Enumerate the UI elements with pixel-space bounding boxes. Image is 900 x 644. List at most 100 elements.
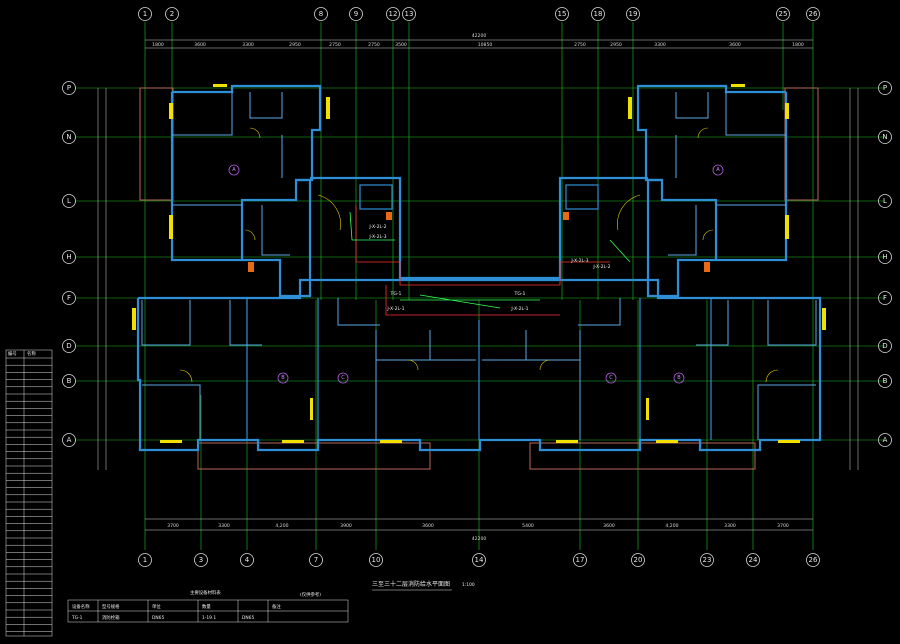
svg-text:24: 24 <box>749 556 758 564</box>
axis-bubble-bottom: 1 <box>138 553 152 567</box>
legend-cell-5: DN65 <box>242 615 254 621</box>
left-schedule-table: 编号 名称 <box>5 349 53 637</box>
total-dimension-bottom: 42200 <box>472 536 487 542</box>
axis-bubble-left: B <box>62 374 76 388</box>
svg-text:P: P <box>883 84 887 92</box>
unit-marker: C <box>337 372 349 384</box>
svg-text:15: 15 <box>558 10 567 18</box>
svg-text:25: 25 <box>779 10 788 18</box>
axis-bubble-left: H <box>62 250 76 264</box>
svg-text:2: 2 <box>170 10 174 18</box>
axis-bubble-bottom: 7 <box>309 553 323 567</box>
svg-text:10: 10 <box>372 556 381 564</box>
axis-bubbles-left: P N L H F D B A <box>62 81 76 447</box>
axis-bubble-left: F <box>62 291 76 305</box>
dimension-label-top: 3600 <box>194 42 206 48</box>
pipe-labels: J-X-2L-2J-X-2L-3TG-1J-X-2L-1TG-1J-X-2L-1… <box>368 224 610 312</box>
axis-bubble-bottom: 23 <box>700 553 714 567</box>
legend-cell-1: TG-1 <box>71 615 83 621</box>
legend-header-2: 型号规格 <box>102 603 120 610</box>
svg-text:P: P <box>67 84 71 92</box>
svg-text:B: B <box>677 375 681 381</box>
axis-bubble-right: A <box>878 433 892 447</box>
axis-bubble-bottom: 3 <box>194 553 208 567</box>
svg-text:H: H <box>882 253 887 261</box>
svg-text:23: 23 <box>703 556 712 564</box>
left-table-header-1: 编号 <box>8 350 17 357</box>
dimension-label-top: 3300 <box>654 42 666 48</box>
svg-text:N: N <box>66 133 71 141</box>
axis-bubble-top: 2 <box>165 7 179 21</box>
svg-text:D: D <box>66 342 71 350</box>
pipe-label: TG-1 <box>390 291 402 297</box>
unit-marker: C <box>605 372 617 384</box>
axis-bubble-right: B <box>878 374 892 388</box>
axis-bubble-right: P <box>878 81 892 95</box>
svg-text:9: 9 <box>354 10 358 18</box>
dimension-label-bottom: 3300 <box>218 523 230 529</box>
svg-text:B: B <box>883 377 888 385</box>
svg-text:4: 4 <box>245 556 250 564</box>
legend-cell-4: 1-19.1 <box>202 615 216 621</box>
dimension-label-bottom: 4,200 <box>275 523 288 529</box>
doors <box>179 127 779 383</box>
svg-text:12: 12 <box>389 10 398 18</box>
dimension-label-bottom: 3600 <box>603 523 615 529</box>
dimension-label-bottom: 3600 <box>422 523 434 529</box>
svg-text:H: H <box>66 253 71 261</box>
unit-marker: A <box>228 164 240 176</box>
dimension-lines <box>97 39 859 531</box>
axis-bubble-top: 9 <box>349 7 363 21</box>
svg-text:A: A <box>716 167 720 173</box>
dimension-label-top: 10850 <box>478 42 493 48</box>
axis-bubble-top: 1 <box>138 7 152 21</box>
svg-text:C: C <box>609 375 613 381</box>
svg-text:B: B <box>281 375 285 381</box>
svg-text:A: A <box>232 167 236 173</box>
drawing-title: 三至三十二层消防给水平面图 <box>372 580 450 588</box>
axis-bubble-top: 18 <box>591 7 605 21</box>
axis-bubble-bottom: 17 <box>573 553 587 567</box>
dimension-label-top: 1800 <box>792 42 804 48</box>
axis-bubble-left: L <box>62 194 76 208</box>
legend-cell-2: 消防栓箱 <box>102 614 120 621</box>
svg-text:26: 26 <box>809 10 818 18</box>
axis-bubble-left: A <box>62 433 76 447</box>
dimension-label-top: 2750 <box>329 42 341 48</box>
svg-text:F: F <box>883 294 887 302</box>
unit-marker: A <box>712 164 724 176</box>
svg-text:17: 17 <box>576 556 585 564</box>
svg-text:18: 18 <box>594 10 603 18</box>
axis-bubble-top: 26 <box>806 7 820 21</box>
axis-bubble-bottom: 14 <box>472 553 486 567</box>
dimension-label-top: 3300 <box>242 42 254 48</box>
pipe-label: J-X-2L-3 <box>570 258 588 264</box>
svg-text:L: L <box>883 197 887 205</box>
dimension-label-top: 3600 <box>729 42 741 48</box>
dimension-label-bottom: 3700 <box>167 523 179 529</box>
svg-text:A: A <box>67 436 72 444</box>
grid-lines <box>75 22 885 550</box>
dimension-label-top: 2750 <box>574 42 586 48</box>
pipe-label: J-X-2L-3 <box>368 234 386 240</box>
legend-note: (仅供参考) <box>300 591 321 598</box>
svg-text:19: 19 <box>629 10 638 18</box>
dimension-label-top: 2750 <box>368 42 380 48</box>
dimension-label-bottom: 3900 <box>340 523 352 529</box>
equipment-legend-table: 主要设备材料表 (仅供参考) 设备名称 型号规格 单位 数量 备注 TG-1 消… <box>67 589 349 623</box>
svg-text:20: 20 <box>634 556 643 564</box>
axis-bubble-right: H <box>878 250 892 264</box>
svg-text:1: 1 <box>143 556 147 564</box>
axis-bubble-top: 25 <box>776 7 790 21</box>
pipe-label: J-X-2L-1 <box>386 306 404 312</box>
axis-bubble-top: 13 <box>402 7 416 21</box>
axis-bubble-top: 15 <box>555 7 569 21</box>
axis-bubble-left: N <box>62 130 76 144</box>
pipe-label: TG-1 <box>514 291 526 297</box>
unit-markers: A A B C C B <box>228 164 724 384</box>
axis-bubble-right: F <box>878 291 892 305</box>
